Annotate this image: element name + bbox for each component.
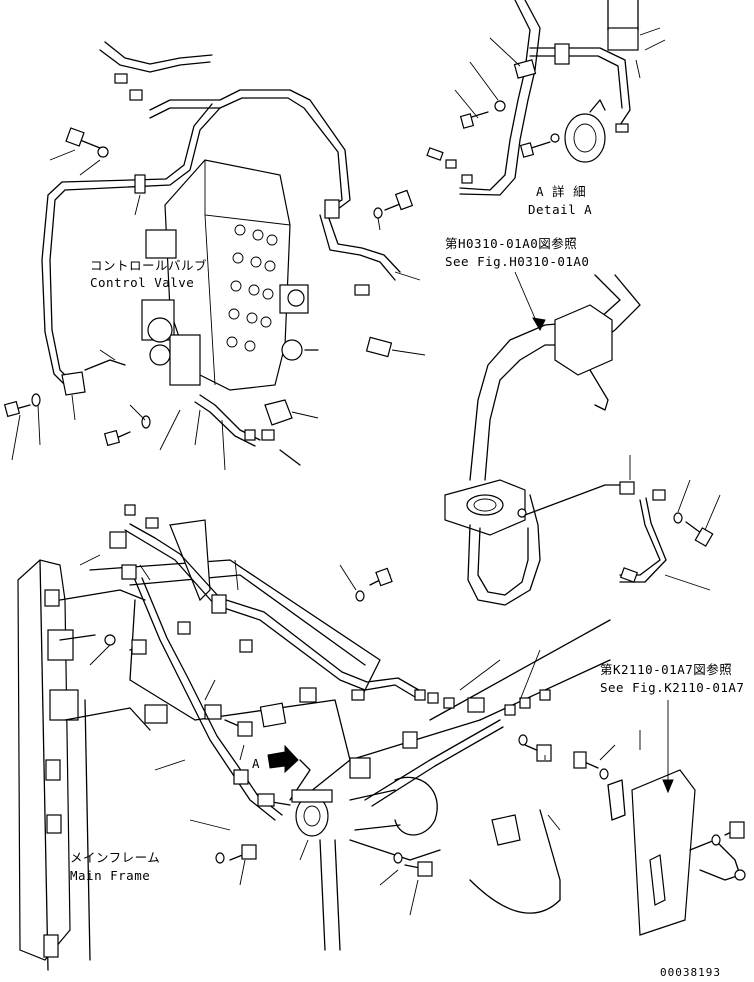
main-frame-label-jp: メインフレーム bbox=[70, 850, 160, 865]
control-valve-assembly bbox=[3, 41, 426, 471]
main-frame-assembly bbox=[17, 504, 746, 971]
control-valve-label-jp: コントロールバルブ bbox=[90, 258, 207, 273]
view-a-marker: A bbox=[252, 756, 260, 771]
ref-h0310-label-en: See Fig.H0310-01A0 bbox=[445, 254, 589, 269]
ref-k2110-label-jp: 第K2110-01A7図参照 bbox=[600, 662, 732, 677]
main-frame-label-en: Main Frame bbox=[70, 868, 150, 883]
ref-k2110-arrowhead bbox=[662, 779, 674, 794]
detail-a-assembly bbox=[426, 0, 666, 196]
view-a-arrow bbox=[267, 744, 299, 774]
air-pipe-assembly bbox=[444, 271, 721, 606]
control-valve-label-en: Control Valve bbox=[90, 275, 194, 290]
ref-k2110-label-en: See Fig.K2110-01A7 bbox=[600, 680, 744, 695]
ref-h0310-label-jp: 第H0310-01A0図参照 bbox=[445, 236, 577, 251]
drawing-number: 00038193 bbox=[660, 966, 721, 979]
detail-a-label-jp: A 詳 細 bbox=[536, 184, 586, 199]
detail-a-label-en: Detail A bbox=[528, 202, 592, 217]
